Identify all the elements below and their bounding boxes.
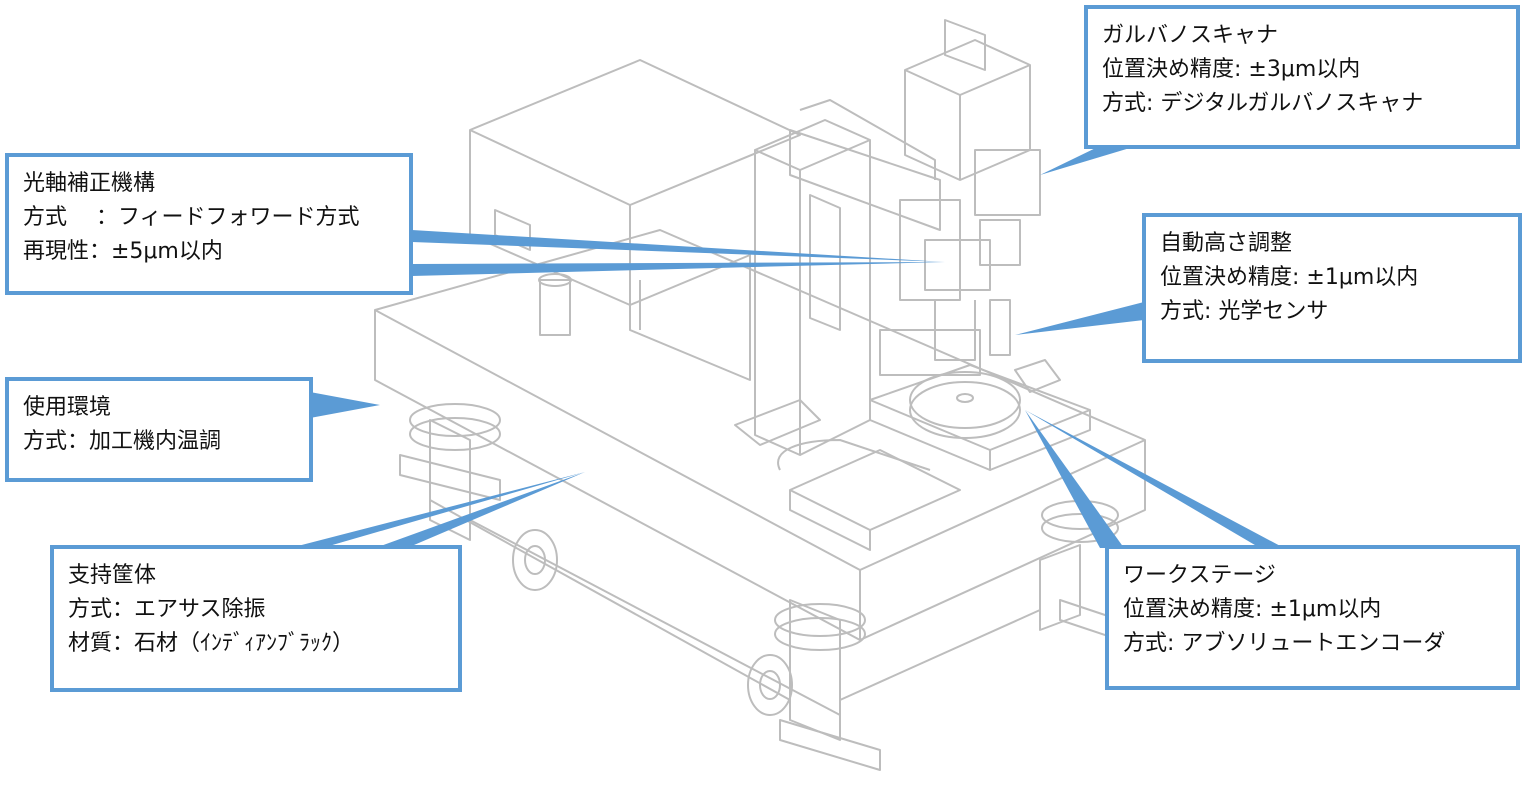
callout-galvo-scanner: ガルバノスキャナ 位置決め精度: ±3μm以内 方式: デジタルガルバノスキャナ (1084, 5, 1520, 149)
callout-line: 方式：加工機内温調 (23, 429, 222, 454)
callout-support-frame: 支持筐体 方式：エアサス除振 材質：石材（ｲﾝﾃﾞｨｱﾝﾌﾞﾗｯｸ） (50, 545, 462, 692)
callout-line: 位置決め精度: ±1μm以内 (1160, 265, 1419, 290)
callout-work-stage: ワークステージ 位置決め精度: ±1μm以内 方式: アブソリュートエンコーダ (1105, 545, 1520, 690)
base-frame (399, 419, 1121, 771)
callout-title: ワークステージ (1123, 563, 1276, 588)
callout-environment: 使用環境 方式：加工機内温調 (5, 377, 313, 482)
galvo-head (789, 19, 1041, 376)
callout-line: 方式: アブソリュートエンコーダ (1123, 631, 1446, 656)
callout-title: ガルバノスキャナ (1102, 23, 1279, 48)
callout-line: 位置決め精度: ±3μm以内 (1102, 57, 1361, 82)
callout-line: 方式: デジタルガルバノスキャナ (1102, 91, 1424, 116)
callout-title: 使用環境 (23, 395, 112, 420)
callout-title: 自動高さ調整 (1160, 231, 1293, 256)
callout-line: 方式 ：フィードフォワード方式 (23, 205, 360, 230)
callout-line: 方式: 光学センサ (1160, 299, 1329, 324)
vertical-column (754, 119, 871, 456)
work-stage (734, 359, 1091, 551)
callout-auto-height-adjust: 自動高さ調整 位置決め精度: ±1μm以内 方式: 光学センサ (1142, 213, 1522, 363)
callout-line: 材質：石材（ｲﾝﾃﾞｨｱﾝﾌﾞﾗｯｸ） (68, 631, 355, 656)
callout-optical-axis-correction: 光軸補正機構 方式 ：フィードフォワード方式 再現性：±5μm以内 (5, 153, 413, 295)
callout-title: 光軸補正機構 (23, 171, 156, 196)
callout-line: 再現性：±5μm以内 (23, 239, 223, 264)
callout-title: 支持筐体 (68, 563, 157, 588)
callout-line: 位置決め精度: ±1μm以内 (1123, 597, 1382, 622)
callout-line: 方式：エアサス除振 (68, 597, 266, 622)
rear-housing (469, 59, 801, 381)
